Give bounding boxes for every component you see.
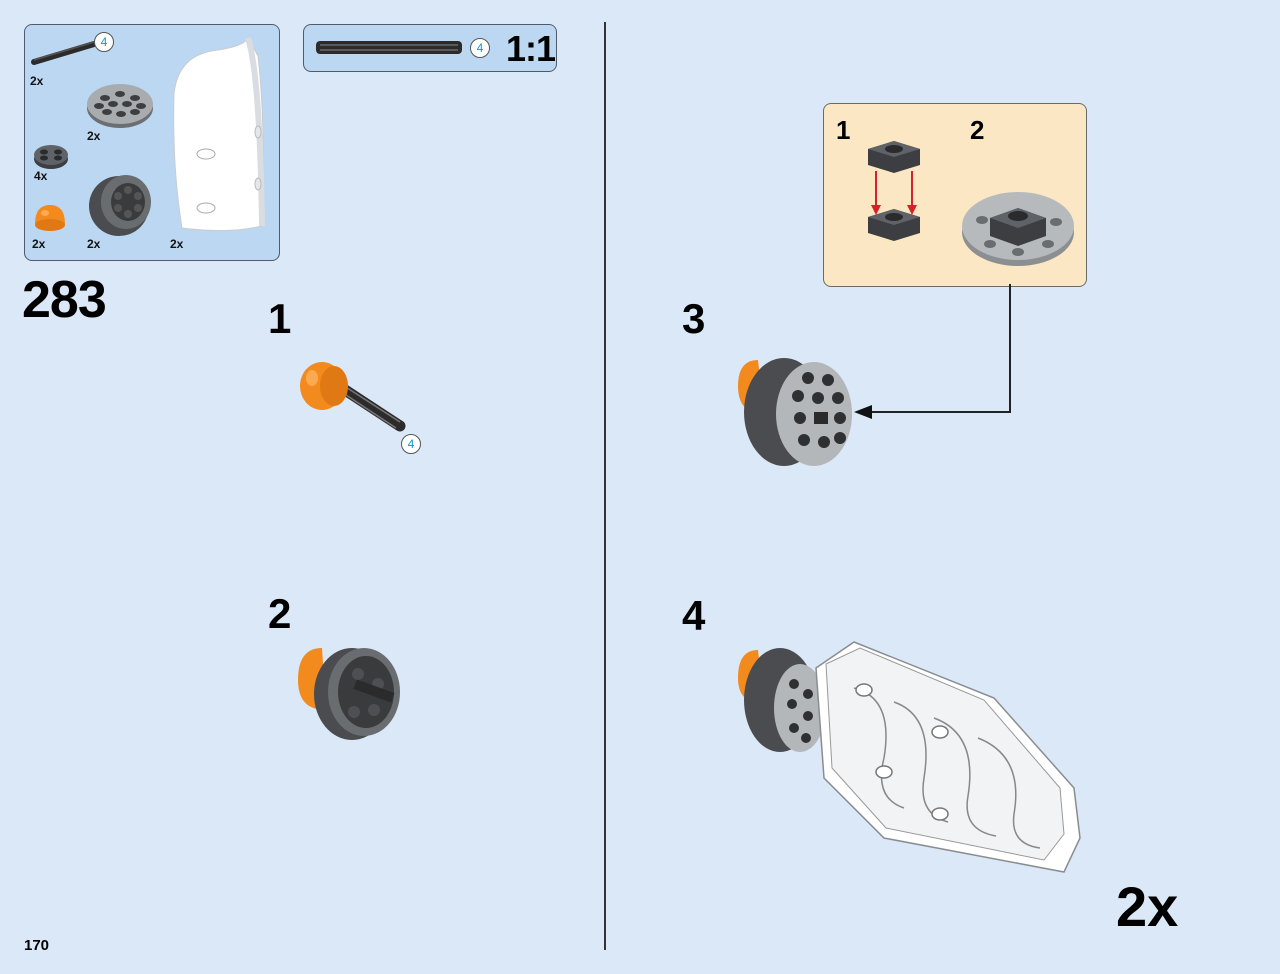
sub-assembly-label-2: 2 (970, 115, 985, 145)
page-divider (604, 22, 606, 950)
wheel-hub-icon (89, 175, 151, 236)
axle-length-badge: 4 (94, 32, 114, 52)
round-plate-4x4-icon (87, 84, 153, 128)
qty-axle: 2x (30, 74, 44, 88)
qty-round-plate-2x2: 4x (34, 169, 48, 183)
axle-4-icon (31, 41, 97, 65)
sub-assembly-step-1-illustration (868, 141, 920, 241)
white-curved-panel-icon (173, 36, 265, 232)
qty-round-plate-4x4: 2x (87, 129, 101, 143)
scale-length-badge: 4 (470, 38, 490, 58)
substep-3-illustration (738, 358, 852, 466)
sub-assembly-label-1: 1 (836, 115, 851, 145)
substep-2-label: 2 (268, 590, 292, 637)
substep-1-label: 1 (268, 295, 292, 342)
scale-label: 1:1 (506, 28, 556, 69)
substep-4-illustration (738, 641, 1081, 873)
build-multiplier: 2x (1116, 875, 1179, 938)
sub-assembly-step-2-illustration (962, 192, 1074, 266)
qty-white-panel: 2x (170, 237, 184, 251)
callout-arrow (854, 284, 1011, 419)
substep-2-illustration (298, 648, 400, 740)
step-number: 283 (22, 271, 107, 329)
page-number: 170 (24, 937, 50, 954)
substep-1-length-badge: 4 (401, 434, 421, 454)
axle-1to1-icon (316, 41, 462, 54)
substep-1-illustration (300, 362, 406, 432)
qty-orange-dome: 2x (32, 237, 46, 251)
substep-4-label: 4 (682, 592, 706, 639)
substep-3-label: 3 (682, 295, 706, 342)
round-plate-2x2-icon (34, 145, 68, 169)
qty-wheel-hub: 2x (87, 237, 101, 251)
orange-dome-icon (35, 205, 65, 231)
